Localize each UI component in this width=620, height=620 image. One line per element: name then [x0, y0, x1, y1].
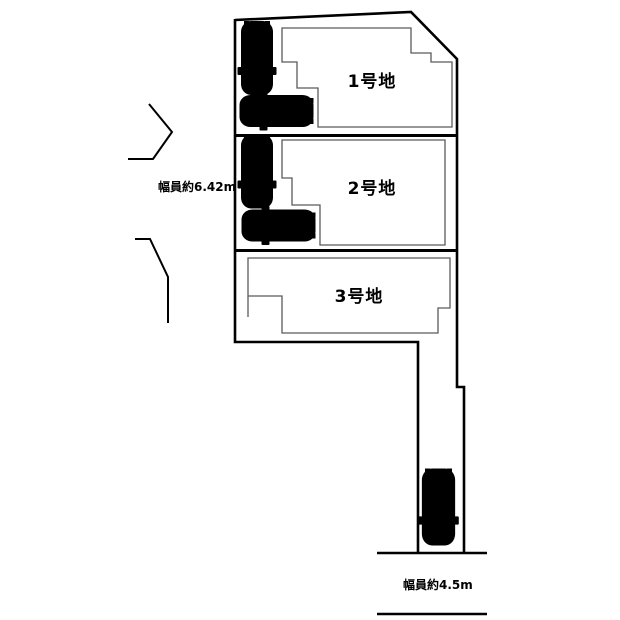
- lot2-label: 2号地: [347, 179, 397, 199]
- west-road-chevron-lower: [135, 238, 169, 323]
- building-outline-lot1: [281, 27, 453, 128]
- car-blue-south-road: [418, 468, 459, 546]
- west-road-width-label: 幅員約6.42m: [158, 180, 237, 194]
- car-cyan-lot1: [237, 21, 277, 95]
- parcel-boundary: [234, 10, 466, 553]
- lot1-label: 1号地: [347, 72, 397, 92]
- parcel-boundary-left-bottom: [233, 19, 420, 553]
- west-road-chevron-upper: [128, 103, 174, 160]
- south-road-width-label: 幅員約4.5m: [403, 578, 473, 592]
- car-blue-lot1: [239, 91, 314, 131]
- car-blue-lot2: [241, 206, 316, 245]
- car-cyan-lot2: [237, 134, 277, 209]
- building-outline-lot3: [247, 257, 451, 334]
- building-outline-lot2: [281, 139, 446, 246]
- lot3-label: 3号地: [334, 287, 384, 307]
